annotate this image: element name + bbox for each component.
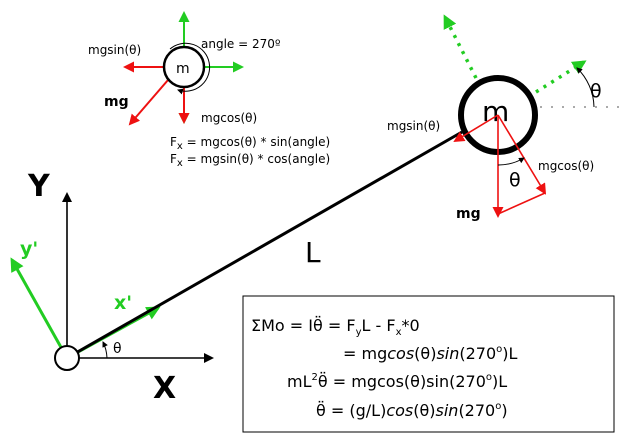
mgcos-arrow [497, 114, 547, 195]
equation-line-1: ΣMo = Iθ̈ = FyL - Fx*0 [251, 315, 420, 338]
inset-fx-equation-1: Fx = mgcos(θ) * sin(angle) [170, 135, 330, 152]
equation-box: ΣMo = Iθ̈ = FyL - Fx*0 = mgcos(θ)sin(270… [242, 295, 615, 433]
theta-main-label: θ [113, 341, 122, 357]
equation-line-4: θ̈ = (g/L)cos(θ)sin(270o) [316, 400, 508, 420]
pendulum-bob: θ m θ mgsin(θ) mgcos(θ) mg [387, 14, 625, 222]
mgcos-label: mgcos(θ) [538, 159, 594, 173]
inset-force-diagram: m angle = 270º mgsin(θ) mg mgcos(θ) Fx =… [88, 11, 330, 169]
theta-arc-force [497, 157, 525, 166]
pivot-circle [54, 345, 80, 371]
inset-fx-equation-2: Fx = mgsin(θ) * cos(angle) [170, 152, 330, 169]
dotted-y-prime [443, 14, 478, 79]
dotted-x-prime [535, 60, 587, 94]
inset-mass-label: m [176, 61, 190, 77]
length-label: L [305, 236, 321, 269]
inset-angle-label: angle = 270º [201, 37, 281, 51]
axis-x-label: X [153, 371, 176, 406]
theta-force-label: θ [509, 169, 521, 191]
inset-angle-arc [169, 42, 211, 95]
axis-y-prime-label: y' [20, 238, 38, 260]
equation-line-2: = mgcos(θ)sin(270o)L [343, 344, 518, 363]
inset-mg-label: mg [104, 94, 129, 110]
mgsin-arrow [453, 114, 499, 143]
y-prime-axis [10, 257, 69, 359]
mg-label: mg [456, 206, 481, 222]
theta-bob-label: θ [590, 80, 602, 102]
component-link [497, 192, 546, 215]
pendulum-rod [66, 130, 463, 360]
main-axes: Y X y' x' θ L [10, 130, 463, 406]
inset-mg-arrow [128, 79, 169, 126]
theta-arc-main [102, 341, 108, 359]
equation-line-3: mL2θ̈ = mgcos(θ)sin(270o)L [287, 371, 507, 391]
inset-mgsin-label: mgsin(θ) [88, 43, 141, 57]
theta-arc-bob [576, 67, 595, 108]
mgsin-label: mgsin(θ) [387, 119, 440, 133]
axis-x-prime-label: x' [114, 292, 132, 314]
equation-box-frame [242, 295, 615, 433]
inset-mass-circle [162, 45, 206, 89]
inset-mgcos-label: mgcos(θ) [201, 111, 257, 125]
axis-y-label: Y [27, 169, 51, 204]
